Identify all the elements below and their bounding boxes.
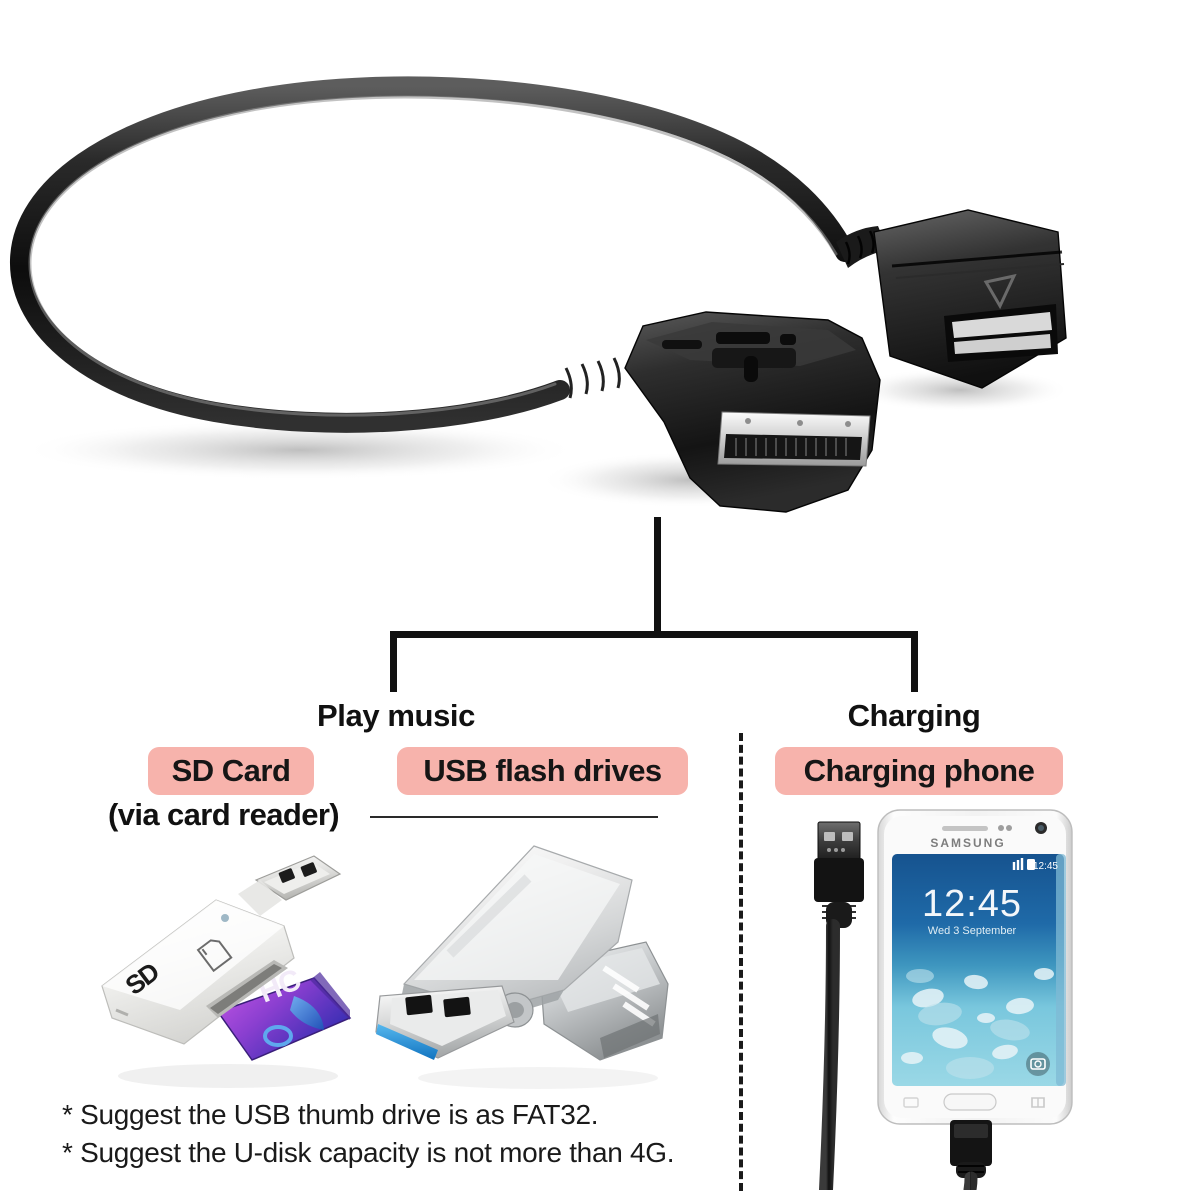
usb-badge-underline (370, 816, 658, 818)
category-heading-play-music: Play music (317, 698, 475, 733)
phone-body: SAMSUNG (877, 809, 1073, 1125)
badge-sd-card: SD Card (148, 747, 314, 795)
card-reader-body: SD (101, 899, 295, 1045)
bracket-left-drop (390, 631, 397, 692)
usb-female-connector (836, 209, 1067, 389)
footnote-line-1: * Suggest the USB thumb drive is as FAT3… (62, 1099, 599, 1130)
phone-brand-label: SAMSUNG (930, 836, 1005, 850)
bracket-right-drop (911, 631, 918, 692)
badge-charging-phone: Charging phone (775, 747, 1063, 795)
ami-mdi-connector (624, 311, 881, 513)
micro-usb-connector (950, 1120, 992, 1197)
bracket-horizontal (390, 631, 918, 638)
product-photo-cable (0, 20, 1120, 530)
phone-lock-time: 12:45 (922, 883, 1022, 925)
phone-lock-date: Wed 3 September (928, 925, 1017, 937)
usb-a-male-plug (814, 821, 864, 1197)
badge-usb-flash-drives: USB flash drives (397, 747, 688, 795)
usb-drive-body (402, 845, 633, 1020)
product-photo-usb-flash-drive (368, 838, 694, 1094)
product-photo-card-reader: HC SD (88, 838, 356, 1094)
usb-drive-plug (375, 985, 515, 1060)
footnotes: * Suggest the USB thumb drive is as FAT3… (62, 1096, 722, 1172)
card-reader-usb-plug (238, 855, 342, 916)
caption-via-card-reader: (via card reader) (108, 797, 340, 832)
phone-status-bar: 12:45 (1012, 858, 1058, 872)
product-photo-phone: SAMSUNG (800, 806, 1100, 1197)
bracket-stem (654, 517, 661, 637)
phone-status-time: 12:45 (1033, 861, 1058, 872)
section-divider (739, 733, 743, 1191)
category-heading-charging: Charging (847, 698, 981, 733)
footnote-line-2: * Suggest the U-disk capacity is not mor… (62, 1137, 675, 1168)
